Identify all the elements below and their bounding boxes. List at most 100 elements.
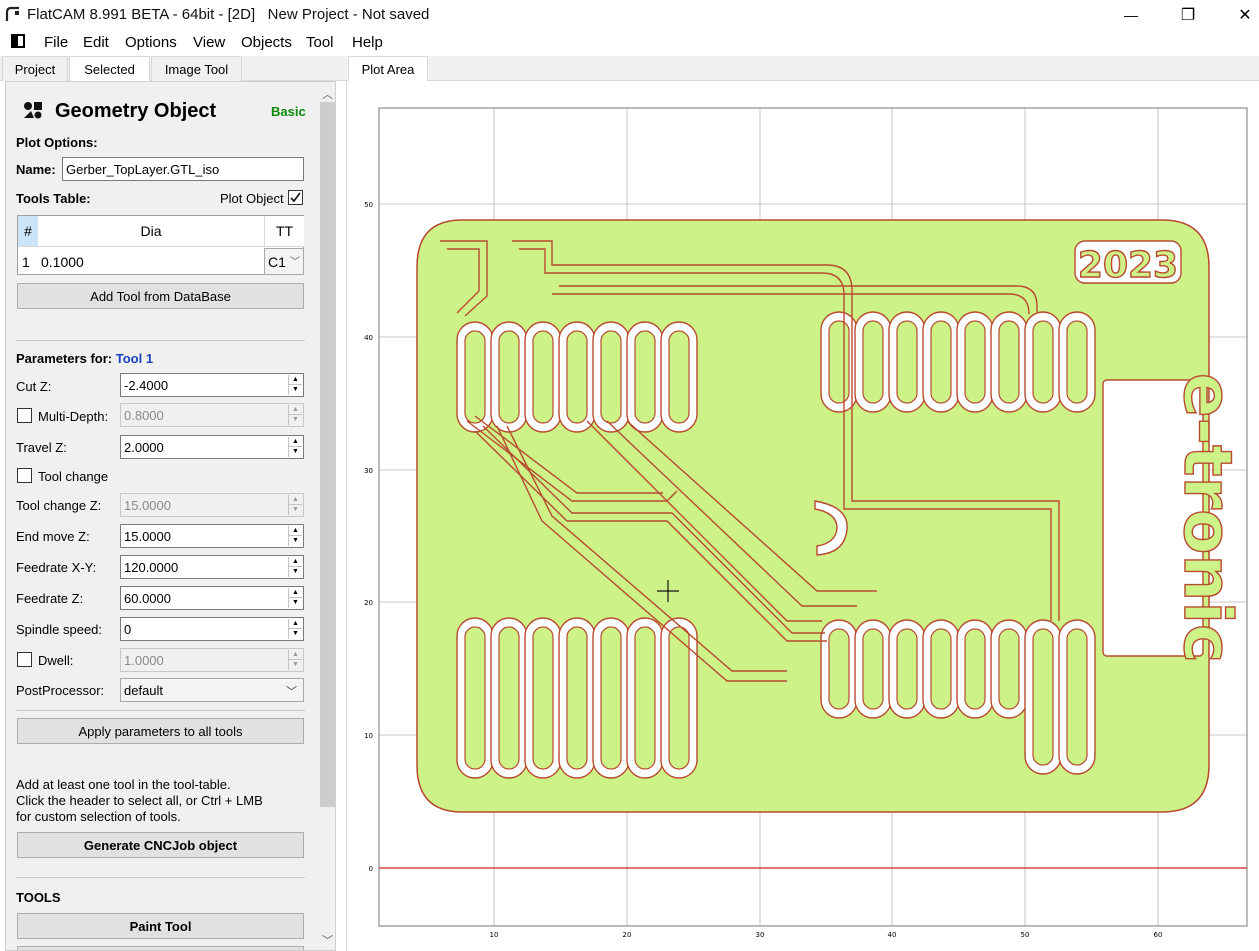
tab-selected[interactable]: Selected: [69, 56, 150, 82]
y-tick: 20: [364, 599, 373, 607]
travel-z-spinner[interactable]: ▲▼: [288, 437, 302, 457]
x-tick: 60: [1154, 931, 1163, 939]
chevron-down-icon: ﹀: [290, 253, 300, 268]
tool-change-z-input[interactable]: 15.0000 ▲▼: [120, 493, 304, 517]
table-header-tt[interactable]: TT: [264, 216, 304, 247]
tool-change-label: Tool change: [38, 469, 108, 484]
flatcam-logo-icon: [4, 5, 22, 23]
dwell-checkbox[interactable]: [17, 652, 32, 667]
x-tick-labels: 10 20 30 40 50 60: [490, 931, 1163, 939]
year-text: 2023: [1078, 245, 1178, 286]
panel-scrollbar[interactable]: ︿ ﹀: [319, 82, 336, 951]
postprocessor-label: PostProcessor:: [16, 683, 104, 698]
parameters-for-label: Parameters for: Tool 1: [16, 351, 153, 366]
divider: [16, 710, 305, 711]
tools-table[interactable]: # Dia TT 1 0.1000 C1 ﹀: [17, 215, 304, 275]
divider: [16, 340, 305, 341]
menu-options[interactable]: Options: [125, 34, 177, 51]
feedrate-xy-input[interactable]: 120.0000 ▲▼: [120, 555, 304, 579]
dwell-label: Dwell:: [38, 653, 73, 668]
multi-depth-input[interactable]: 0.8000 ▲▼: [120, 403, 304, 427]
plot-options-label: Plot Options:: [16, 135, 98, 150]
tools-table-label: Tools Table:: [16, 191, 91, 206]
plot-tab-bar: [346, 56, 1259, 81]
spindle-speed-input[interactable]: 0 ▲▼: [120, 617, 304, 641]
travel-z-label: Travel Z:: [16, 440, 67, 455]
multi-depth-checkbox[interactable]: [17, 408, 32, 423]
y-tick: 30: [364, 467, 373, 475]
y-tick: 0: [369, 865, 373, 873]
geometry-icon: [22, 100, 44, 120]
title-bar: FlatCAM 8.991 BETA - 64bit - [2D] New Pr…: [0, 0, 1259, 30]
minimize-button[interactable]: —: [1108, 0, 1154, 30]
table-header-dia[interactable]: Dia: [38, 216, 264, 247]
table-cell-num: 1: [22, 248, 38, 275]
plot-area[interactable]: 2023 e-tronic 10 20 30 40 50 60 50 40 30…: [346, 81, 1259, 951]
scroll-thumb[interactable]: [320, 102, 335, 807]
menu-view[interactable]: View: [193, 34, 225, 51]
tool-change-checkbox[interactable]: [17, 468, 32, 483]
selected-object-panel: Geometry Object Basic Plot Options: Name…: [5, 81, 336, 951]
menu-help[interactable]: Help: [352, 34, 383, 51]
table-cell-dia[interactable]: 0.1000: [41, 248, 241, 275]
table-header-num[interactable]: #: [18, 216, 38, 247]
scroll-down-icon[interactable]: ﹀: [321, 932, 334, 946]
hint-line-1: Add at least one tool in the tool-table.: [16, 777, 231, 792]
postprocessor-select[interactable]: default ﹀: [120, 678, 304, 702]
x-tick: 40: [888, 931, 897, 939]
pad-group-top-right: [821, 312, 1095, 412]
x-tick: 50: [1021, 931, 1030, 939]
chevron-down-icon: ﹀: [286, 683, 297, 699]
tool-type-select[interactable]: C1 ﹀: [264, 248, 304, 275]
dwell-spinner[interactable]: ▲▼: [288, 650, 302, 670]
menu-bar: File Edit Options View Objects Tool Help: [0, 30, 1259, 54]
tab-plot-area[interactable]: Plot Area: [348, 56, 428, 81]
mode-label[interactable]: Basic: [271, 104, 306, 119]
generate-cncjob-button[interactable]: Generate CNCJob object: [17, 832, 304, 858]
spindle-speed-spinner[interactable]: ▲▼: [288, 619, 302, 639]
apply-all-tools-button[interactable]: Apply parameters to all tools: [17, 718, 304, 744]
feedrate-z-input[interactable]: 60.0000 ▲▼: [120, 586, 304, 610]
menu-edit[interactable]: Edit: [83, 34, 109, 51]
check-icon: [289, 191, 302, 204]
tool-change-z-label: Tool change Z:: [16, 498, 101, 513]
multi-depth-spinner[interactable]: ▲▼: [288, 405, 302, 425]
maximize-button[interactable]: ❐: [1165, 0, 1211, 30]
object-title: Geometry Object: [55, 100, 216, 123]
plot-object-checkbox[interactable]: [288, 190, 303, 205]
menu-file[interactable]: File: [44, 34, 68, 51]
name-input[interactable]: Gerber_TopLayer.GTL_iso: [62, 157, 304, 181]
travel-z-input[interactable]: 2.0000 ▲▼: [120, 435, 304, 459]
cut-z-input[interactable]: -2.4000 ▲▼: [120, 373, 304, 397]
y-tick: 50: [364, 201, 373, 209]
x-tick: 30: [756, 931, 765, 939]
feedrate-z-label: Feedrate Z:: [16, 591, 83, 606]
plot-canvas[interactable]: 2023 e-tronic 10 20 30 40 50 60 50 40 30…: [347, 81, 1259, 951]
paint-tool-button[interactable]: Paint Tool: [17, 913, 304, 939]
menu-tool[interactable]: Tool: [306, 34, 334, 51]
next-tool-button[interactable]: [17, 946, 304, 951]
left-tab-bar: Project Selected Image Tool: [0, 56, 346, 81]
feedrate-xy-label: Feedrate X-Y:: [16, 560, 96, 575]
tab-image-tool[interactable]: Image Tool: [151, 56, 242, 81]
menu-objects[interactable]: Objects: [241, 34, 292, 51]
scroll-up-icon[interactable]: ︿: [321, 86, 334, 100]
add-tool-database-button[interactable]: Add Tool from DataBase: [17, 283, 304, 309]
toggle-panel-icon[interactable]: [11, 34, 25, 48]
end-move-z-spinner[interactable]: ▲▼: [288, 526, 302, 546]
brand-text: e-tronic: [1169, 373, 1246, 663]
feedrate-xy-spinner[interactable]: ▲▼: [288, 557, 302, 577]
dwell-input[interactable]: 1.0000 ▲▼: [120, 648, 304, 672]
hint-line-2: Click the header to select all, or Ctrl …: [16, 793, 263, 808]
y-tick-labels: 50 40 30 20 10 0: [364, 201, 373, 873]
cut-z-spinner[interactable]: ▲▼: [288, 375, 302, 395]
tab-project[interactable]: Project: [2, 56, 68, 81]
feedrate-z-spinner[interactable]: ▲▼: [288, 588, 302, 608]
tool-change-z-spinner[interactable]: ▲▼: [288, 495, 302, 515]
end-move-z-input[interactable]: 15.0000 ▲▼: [120, 524, 304, 548]
plot-object-label: Plot Object: [220, 191, 284, 206]
close-button[interactable]: ✕: [1222, 0, 1259, 30]
spindle-speed-label: Spindle speed:: [16, 622, 102, 637]
divider: [16, 877, 305, 878]
y-tick: 10: [364, 732, 373, 740]
